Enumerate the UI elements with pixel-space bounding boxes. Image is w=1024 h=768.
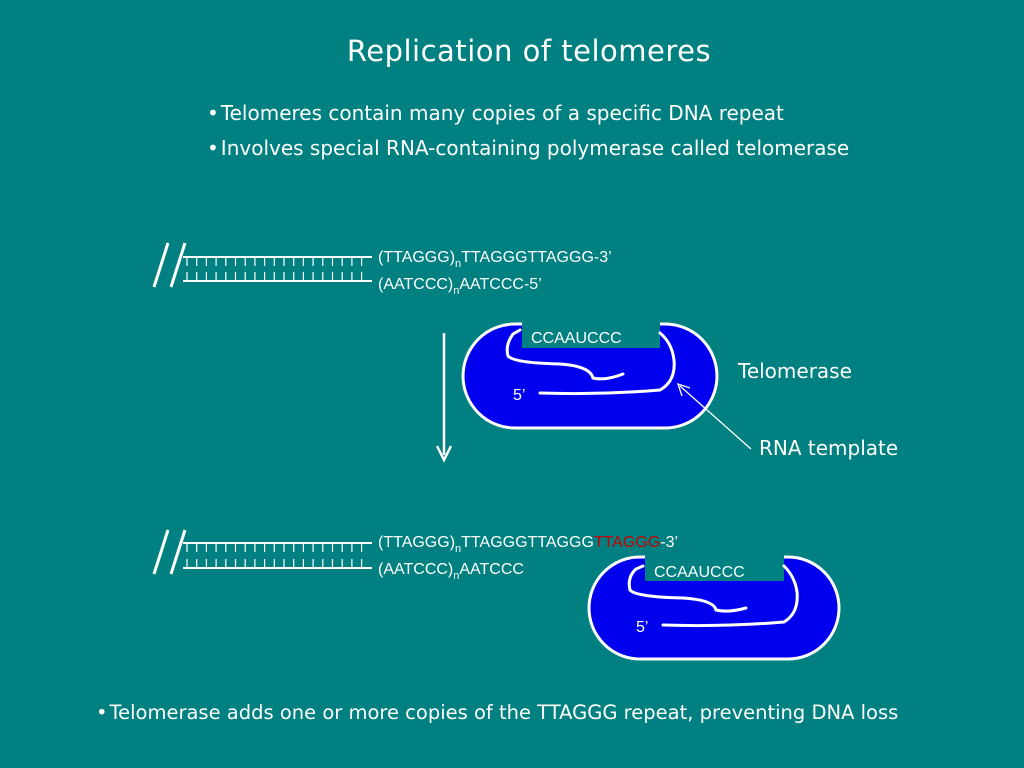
rna-sequence-shifted: CCAAUCCC	[654, 564, 745, 581]
bullet-1: •Telomeres contain many copies of a spec…	[207, 101, 784, 125]
base-pair-ticks-extended-bottom	[186, 559, 363, 568]
dna-duplex-top: (TTAGGG)nTTAGGGTTAGGG-3’ (AATCCC)nAATCCC…	[152, 242, 612, 297]
rna-sequence: CCAAUCCC	[531, 330, 622, 347]
rna-template-notch	[522, 322, 660, 348]
telomerase-enzyme: CCAAUCCC 5’	[461, 322, 719, 430]
dna-duplex-extended: (TTAGGG)nTTAGGGTTAGGGTTAGGG-3’ (AATCCC)n…	[152, 529, 678, 582]
bullet-2-text: Involves special RNA-containing polymera…	[220, 136, 850, 160]
rna-strand-outer	[538, 331, 676, 396]
process-arrow	[435, 333, 453, 463]
telomerase-enzyme-shifted: CCAAUCCC 5’	[587, 555, 841, 661]
rna-strand-inner-shifted	[627, 564, 748, 613]
break-mark-4	[169, 529, 187, 575]
top-strand-sequence: (TTAGGG)nTTAGGGTTAGGG-3’	[378, 249, 612, 270]
footer-bullet: •Telomerase adds one or more copies of t…	[96, 701, 898, 724]
rna-template-pointer-arrow	[676, 382, 752, 450]
break-mark-1	[152, 242, 170, 288]
added-repeat: TTAGGG	[594, 534, 660, 551]
break-mark-2	[169, 242, 187, 288]
bullet-dot: •	[96, 701, 108, 724]
extended-top-strand-sequence: (TTAGGG)nTTAGGGTTAGGGTTAGGG-3’	[378, 534, 678, 555]
telomerase-body	[461, 322, 719, 430]
bullet-dot: •	[207, 101, 219, 125]
break-mark-3	[152, 529, 170, 575]
base-pair-ticks-bottom	[186, 272, 363, 281]
telomerase-label: Telomerase	[737, 359, 852, 383]
five-prime-label-shifted: 5’	[636, 619, 648, 636]
footer-bullet-text: Telomerase adds one or more copies of th…	[109, 701, 899, 724]
bottom-strand-sequence: (AATCCC)nAATCCC-5’	[378, 276, 542, 297]
five-prime-label: 5’	[513, 387, 525, 404]
rna-strand-outer-shifted	[661, 564, 799, 628]
base-pair-ticks-extended-top	[186, 543, 363, 552]
rna-template-label: RNA template	[759, 436, 898, 460]
extended-bottom-strand-sequence: (AATCCC)nAATCCC	[378, 561, 524, 582]
bullet-2: •Involves special RNA-containing polymer…	[207, 136, 849, 160]
bullet-dot: •	[207, 136, 219, 160]
slide-title: Replication of telomeres	[346, 34, 712, 68]
rna-template-notch-shifted	[645, 555, 784, 581]
base-pair-ticks-top	[186, 257, 363, 266]
rna-strand-inner	[505, 328, 625, 381]
bullet-1-text: Telomeres contain many copies of a speci…	[220, 101, 784, 125]
